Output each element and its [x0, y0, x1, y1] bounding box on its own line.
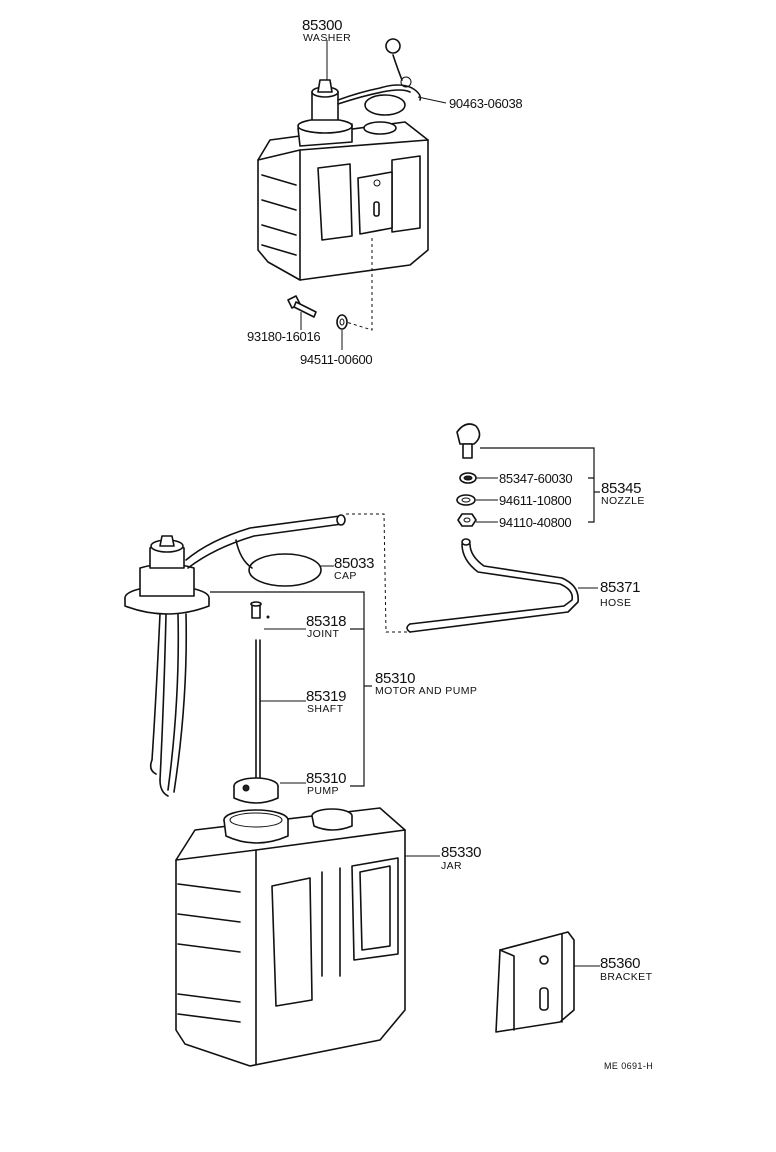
jar-name: JAR: [441, 860, 462, 872]
shaft-number: 85319: [306, 688, 346, 705]
bracket-name: BRACKET: [600, 971, 653, 983]
washer-assy-name: WASHER: [303, 32, 351, 44]
shaft-name: SHAFT: [307, 703, 344, 715]
hose-illustration: [406, 538, 579, 633]
nozzle-illustration: [456, 423, 481, 527]
washer-assembly-illustration: [257, 38, 429, 331]
cap-name: CAP: [334, 570, 357, 582]
joint-illustration: [250, 601, 270, 619]
nozzle-group-number: 85345: [601, 480, 641, 497]
nozzle-group-name: NOZZLE: [601, 495, 645, 507]
nozzle-part-a-number: 85347-60030: [499, 471, 572, 486]
diagram-code: ME 0691-H: [604, 1061, 653, 1071]
bracket-number: 85360: [600, 955, 640, 972]
bolt-illustration: [287, 295, 317, 318]
small-washer-number: 94511-00600: [300, 352, 372, 367]
motor-pump-number: 85310: [375, 670, 415, 687]
motor-pump-name: MOTOR AND PUMP: [375, 685, 477, 697]
pump-illustration: [233, 777, 279, 804]
small-washer-illustration: [336, 314, 348, 330]
shaft-illustration: [255, 639, 261, 781]
motor-and-pump-illustration: [124, 514, 346, 797]
pump-number: 85310: [306, 770, 346, 787]
hose-number: 85371: [600, 579, 640, 596]
cap-number: 85033: [334, 555, 374, 572]
nozzle-part-b-number: 94611-10800: [499, 493, 571, 508]
washer-assy-number: 85300: [302, 17, 342, 34]
joint-name: JOINT: [307, 628, 340, 640]
nozzle-part-c-number: 94110-40800: [499, 515, 571, 530]
bolt-number: 93180-16016: [247, 329, 320, 344]
cap-illustration: [235, 539, 322, 587]
hose-name: HOSE: [600, 597, 631, 609]
pump-name: PUMP: [307, 785, 339, 797]
joint-number: 85318: [306, 613, 346, 630]
jar-number: 85330: [441, 844, 481, 861]
hose-clip-number: 90463-06038: [449, 96, 522, 111]
jar-illustration: [175, 807, 406, 1067]
bracket-illustration: [495, 931, 575, 1033]
